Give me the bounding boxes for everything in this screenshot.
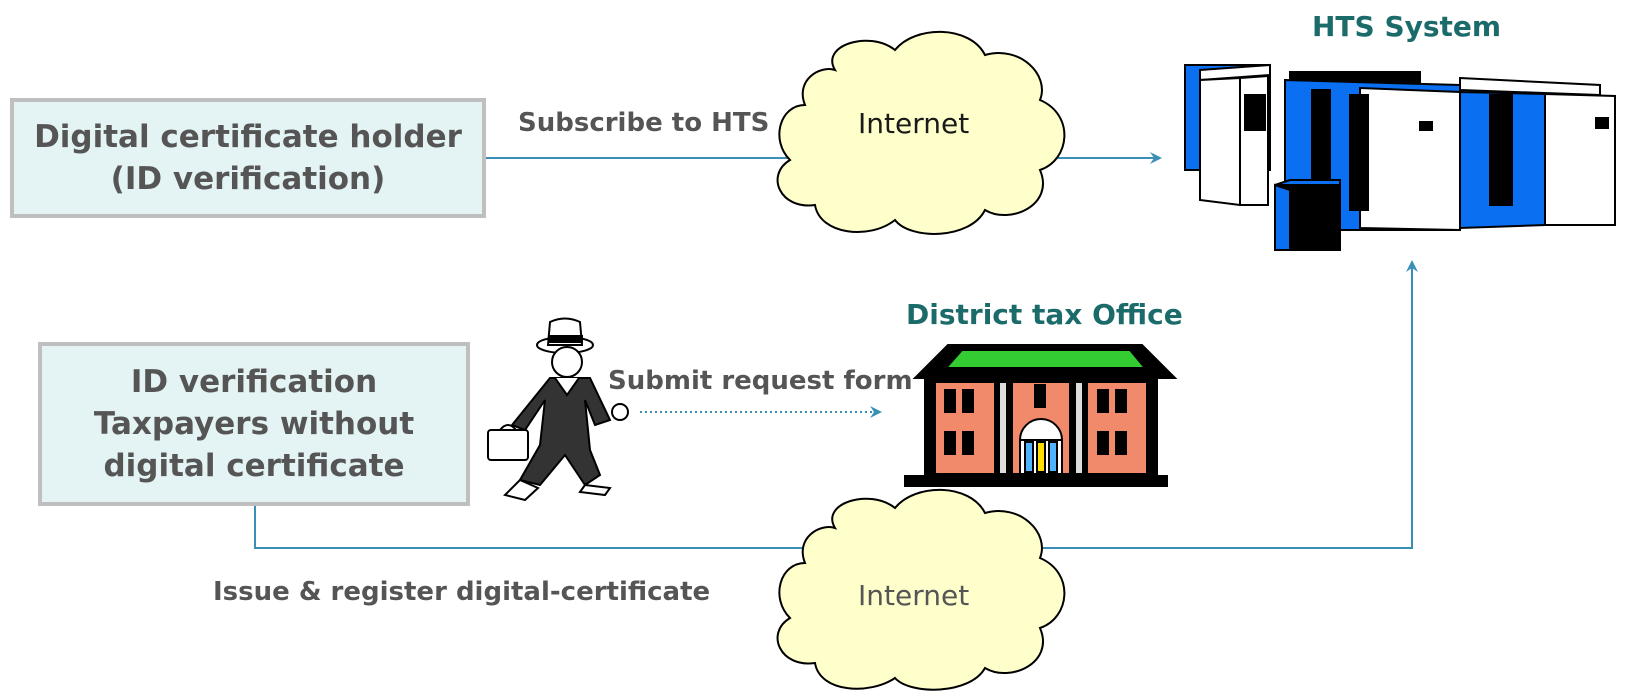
holder-box-line2: (ID verification): [110, 161, 386, 197]
subscribe-label: Subscribe to HTS: [518, 108, 770, 138]
digital-certificate-holder-box: Digital certificate holder (ID verificat…: [10, 98, 486, 218]
district-tax-office-title: District tax Office: [906, 298, 1183, 331]
server-cluster-icon: [1184, 63, 1616, 251]
taxpayer-box-line3: digital certificate: [103, 448, 405, 484]
taxpayers-without-certificate-box: ID verification Taxpayers without digita…: [38, 342, 470, 506]
hts-system-title: HTS System: [1312, 10, 1502, 43]
walking-taxpayer-icon: [487, 317, 629, 502]
taxpayer-box-line1: ID verification: [130, 364, 378, 400]
internet-label-top: Internet: [858, 107, 970, 140]
taxpayer-box-line2: Taxpayers without: [93, 406, 415, 442]
district-tax-office-building-icon: [904, 344, 1178, 487]
internet-cloud-bottom: [776, 488, 1066, 691]
issue-register-label: Issue & register digital-certificate: [213, 577, 711, 607]
submit-request-label: Submit request form: [608, 366, 913, 396]
internet-label-bottom: Internet: [858, 579, 970, 612]
internet-cloud-top: [776, 30, 1066, 235]
holder-box-line1: Digital certificate holder: [34, 119, 462, 155]
